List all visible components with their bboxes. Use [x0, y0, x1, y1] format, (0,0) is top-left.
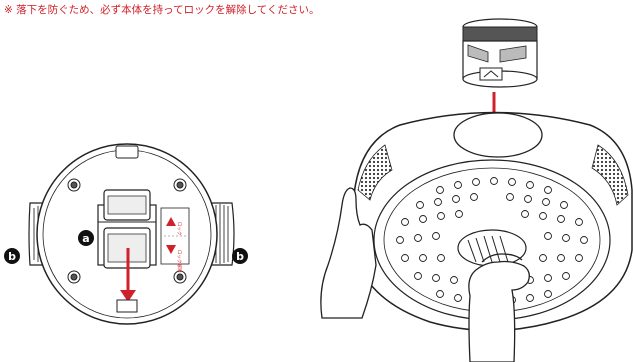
left-hand	[320, 187, 377, 319]
right-hand	[468, 253, 530, 362]
ceiling-adapter	[462, 18, 538, 88]
screw-icons	[67, 178, 187, 284]
right-vent	[591, 144, 629, 206]
led-holes	[396, 177, 588, 304]
badge-b-left-label: b	[8, 250, 16, 263]
badge-b-right-label: b	[236, 250, 244, 263]
caution-note: ※ 落下を防ぐため、必ず本体を持ってロックを解除してください。	[4, 4, 320, 16]
badge-a: a	[78, 230, 94, 246]
lock-triangle-icon	[166, 217, 176, 226]
left-vent	[357, 144, 393, 201]
badge-b-right: b	[232, 248, 248, 264]
base-plate-group: ロック ロック解除	[28, 143, 235, 325]
ceiling-light-unit	[353, 111, 633, 332]
badge-b-left: b	[4, 248, 20, 264]
lock-card-bottom-text: ロック解除	[176, 250, 183, 273]
lock-card-top-text: ロック	[176, 222, 182, 236]
badge-a-label: a	[82, 232, 89, 245]
mount-disk	[453, 112, 543, 158]
unlock-triangle-icon	[166, 245, 176, 254]
